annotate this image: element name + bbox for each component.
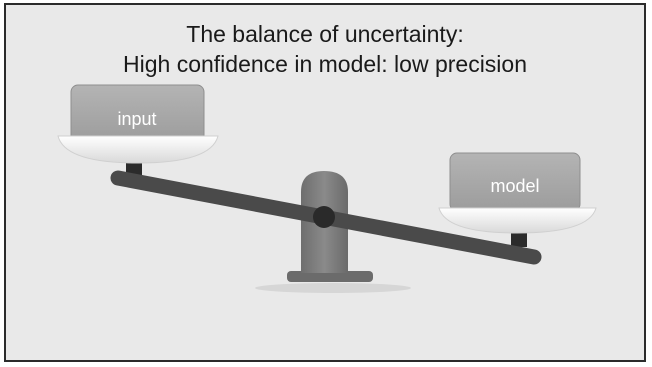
title-line-1: The balance of uncertainty: — [186, 21, 464, 47]
pivot-icon — [313, 206, 335, 228]
ground-shadow — [255, 283, 411, 293]
model-label: model — [490, 176, 539, 196]
slide: The balance of uncertainty: High confide… — [4, 3, 646, 362]
fulcrum-base — [287, 271, 373, 282]
slide-title: The balance of uncertainty: High confide… — [6, 19, 644, 79]
right-pan — [438, 207, 597, 234]
balance-scale-illustration: input model — [57, 84, 597, 293]
left-pan-post — [126, 161, 142, 176]
right-pan-post — [511, 231, 527, 247]
left-pan — [57, 135, 219, 164]
input-label: input — [117, 109, 156, 129]
title-line-2: High confidence in model: low precision — [123, 51, 527, 77]
